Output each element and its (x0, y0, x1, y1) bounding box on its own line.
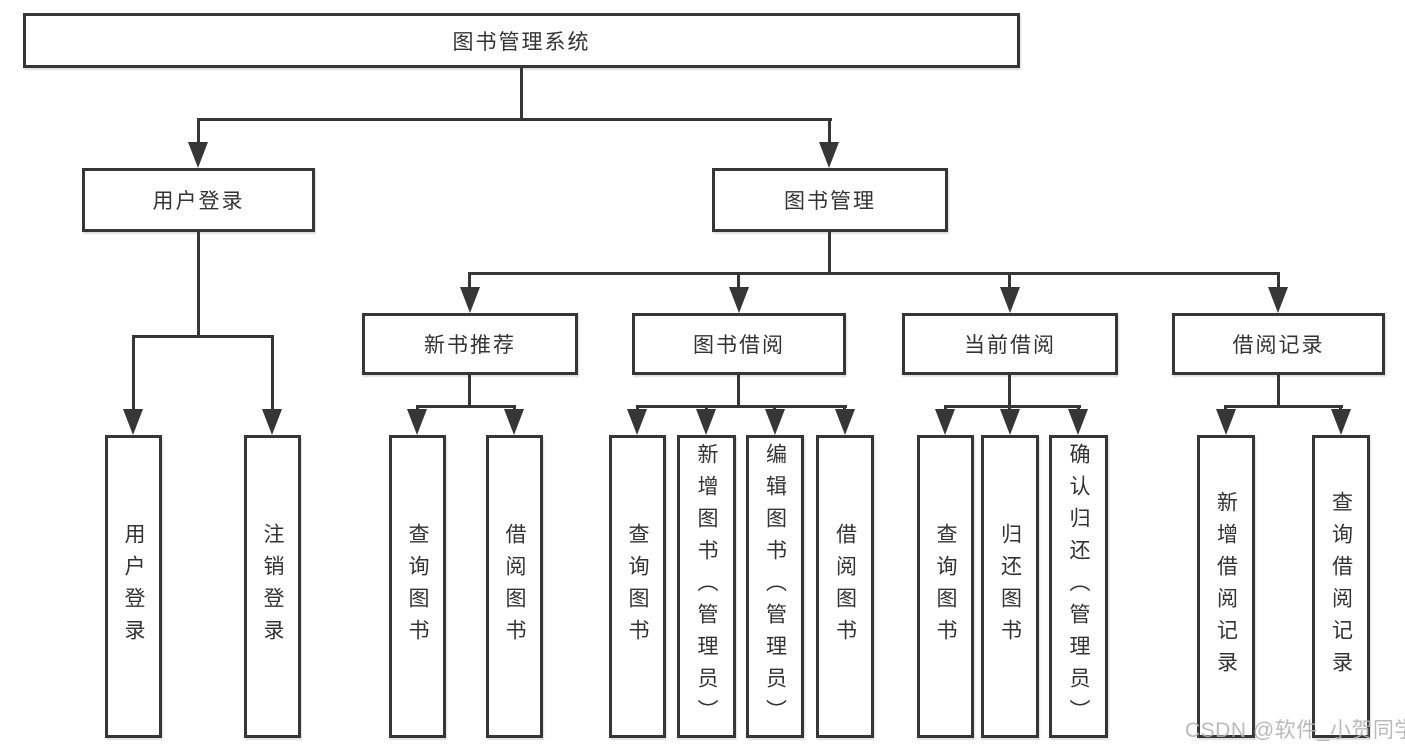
node-library-system: 图书管理系统 (23, 13, 1020, 68)
node-user-login: 用户登录 (82, 168, 315, 232)
leaf-user-login: 用户登录 (105, 435, 162, 738)
watermark: CSDN @软件_小贺同学 (1185, 719, 1405, 742)
leaf-recommend-search-books-label: 查询图书 (406, 522, 429, 651)
connector-line (737, 375, 740, 405)
leaf-current-search-books: 查询图书 (917, 435, 974, 738)
leaf-borrow-borrow-books-label: 借阅图书 (833, 522, 857, 651)
arrow-down-icon (1000, 287, 1020, 313)
leaf-borrow-search-books-label: 查询图书 (626, 522, 649, 651)
arrow-down-icon (696, 409, 716, 435)
arrow-down-icon (819, 142, 839, 168)
arrow-down-icon (262, 409, 282, 435)
leaf-logout-label: 注销登录 (261, 522, 284, 651)
leaf-borrow-search-books: 查询图书 (609, 435, 666, 738)
arrow-down-icon (1068, 409, 1088, 435)
arrow-down-icon (1216, 409, 1236, 435)
connector-line (1224, 405, 1343, 408)
node-book-borrow: 图书借阅 (632, 313, 846, 375)
connector-line (468, 375, 471, 405)
connector-line (944, 405, 1081, 408)
leaf-current-confirm-return-admin-label: 确认归还（管理员） (1067, 442, 1090, 731)
node-user-login-label: 用户登录 (152, 190, 245, 213)
connector-line (132, 335, 135, 411)
leaf-record-search-record-label: 查询借阅记录 (1329, 490, 1353, 683)
connector-line (271, 335, 274, 411)
connector-line (636, 405, 847, 408)
leaf-current-search-books-label: 查询图书 (934, 522, 957, 651)
leaf-borrow-add-books-admin-label: 新增图书（管理员） (695, 442, 718, 731)
node-current-borrow-label: 当前借阅 (964, 334, 1056, 357)
connector-line (1008, 375, 1011, 405)
leaf-borrow-edit-books-admin-label: 编辑图书（管理员） (763, 442, 787, 731)
leaf-borrow-borrow-books: 借阅图书 (816, 435, 874, 738)
leaf-current-return-books: 归还图书 (981, 435, 1039, 738)
connector-line (737, 272, 740, 289)
connector-line (468, 272, 1279, 275)
node-library-system-label: 图书管理系统 (452, 30, 591, 54)
leaf-recommend-search-books: 查询图书 (389, 435, 446, 738)
arrow-down-icon (188, 142, 208, 168)
connector-line (1277, 375, 1280, 405)
node-borrow-record: 借阅记录 (1172, 313, 1385, 375)
arrow-down-icon (1268, 287, 1288, 313)
leaf-borrow-add-books-admin: 新增图书（管理员） (677, 435, 736, 738)
arrow-down-icon (935, 409, 955, 435)
connector-line (520, 68, 523, 120)
node-new-book-recommend-label: 新书推荐 (424, 334, 516, 357)
arrow-down-icon (835, 409, 855, 435)
leaf-record-search-record: 查询借阅记录 (1312, 435, 1370, 738)
arrow-down-icon (627, 409, 647, 435)
connector-line (132, 335, 274, 338)
connector-line (828, 232, 831, 272)
leaf-current-return-books-label: 归还图书 (998, 522, 1022, 651)
leaf-user-login-label: 用户登录 (122, 522, 145, 651)
leaf-logout: 注销登录 (244, 435, 301, 738)
leaf-borrow-edit-books-admin: 编辑图书（管理员） (746, 435, 804, 738)
connector-line (197, 118, 200, 144)
connector-line (468, 272, 471, 289)
connector-line (828, 118, 831, 144)
arrow-down-icon (1331, 409, 1351, 435)
leaf-recommend-borrow-books-label: 借阅图书 (503, 522, 526, 651)
arrow-down-icon (729, 287, 749, 313)
node-book-management: 图书管理 (712, 168, 948, 232)
arrow-down-icon (407, 409, 427, 435)
leaf-record-add-record-label: 新增借阅记录 (1214, 490, 1238, 683)
node-new-book-recommend: 新书推荐 (362, 313, 578, 375)
connector-line (1277, 272, 1280, 289)
leaf-current-confirm-return-admin: 确认归还（管理员） (1049, 435, 1108, 738)
node-borrow-record-label: 借阅记录 (1232, 334, 1325, 357)
node-current-borrow: 当前借阅 (902, 313, 1118, 375)
node-book-borrow-label: 图书借阅 (693, 334, 785, 357)
arrow-down-icon (765, 409, 785, 435)
leaf-recommend-borrow-books: 借阅图书 (486, 435, 543, 738)
node-book-management-label: 图书管理 (784, 190, 876, 213)
arrow-down-icon (123, 409, 143, 435)
leaf-record-add-record: 新增借阅记录 (1197, 435, 1255, 738)
arrow-down-icon (460, 287, 480, 313)
connector-line (197, 232, 200, 335)
connector-line (1008, 272, 1011, 289)
connector-line (416, 405, 516, 408)
arrow-down-icon (1000, 409, 1020, 435)
connector-line (197, 118, 832, 121)
arrow-down-icon (504, 409, 524, 435)
